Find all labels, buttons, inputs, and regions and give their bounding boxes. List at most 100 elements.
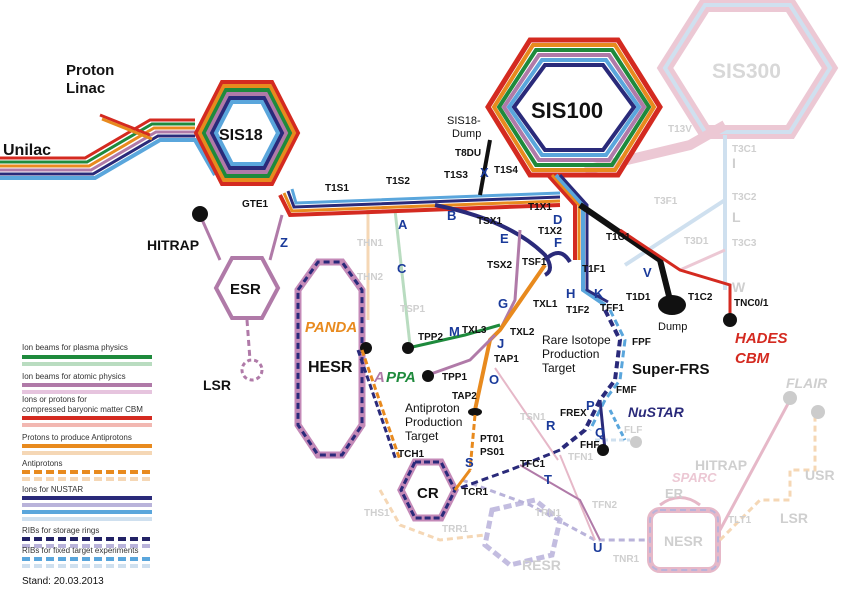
svg-text:T1S2: T1S2 (386, 176, 410, 187)
svg-text:TCH1: TCH1 (398, 449, 425, 460)
label-appa-a: A (373, 369, 385, 386)
svg-text:THN1: THN1 (357, 238, 384, 249)
svg-text:T3F1: T3F1 (654, 196, 678, 207)
svg-text:T1C2: T1C2 (688, 292, 713, 303)
svg-text:FMF: FMF (616, 385, 637, 396)
label-hades: HADES (735, 330, 788, 347)
svg-text:T: T (544, 472, 552, 487)
svg-text:K: K (594, 286, 604, 301)
legend-item-atomic: Ion beams for atomic physics (22, 372, 126, 381)
svg-text:R: R (546, 418, 556, 433)
svg-text:TCR1: TCR1 (462, 487, 489, 498)
svg-text:TXL3: TXL3 (462, 325, 487, 336)
label-er: ER (665, 486, 684, 501)
dump-target (658, 295, 686, 315)
svg-text:TXL2: TXL2 (510, 327, 535, 338)
label-sis300: SIS300 (712, 60, 781, 83)
svg-text:TAP2: TAP2 (452, 391, 477, 402)
svg-text:PS01: PS01 (480, 447, 505, 458)
svg-text:Q: Q (595, 425, 605, 440)
label-flair: FLAIR (786, 375, 828, 391)
svg-text:TAP1: TAP1 (494, 354, 519, 365)
svg-text:U: U (593, 540, 602, 555)
legend-item-nustar: Ions for NUSTAR (22, 485, 83, 494)
svg-text:M: M (449, 324, 460, 339)
svg-text:T1C1: T1C1 (606, 232, 631, 243)
label-lsr: LSR (203, 377, 231, 393)
machine-labels: Unilac Proton Linac SIS18 SIS100 SIS300 … (3, 60, 835, 573)
label-nesr: NESR (664, 533, 703, 549)
legend-stand: Stand: 20.03.2013 (22, 576, 104, 587)
svg-text:C: C (397, 261, 407, 276)
lsr-ring[interactable] (240, 358, 264, 382)
svg-text:T3C3: T3C3 (732, 238, 757, 249)
label-esr: ESR (230, 281, 261, 298)
label-sis18: SIS18 (219, 127, 263, 144)
svg-text:T1F2: T1F2 (566, 305, 590, 316)
svg-text:Z: Z (280, 235, 288, 250)
svg-text:T1X2: T1X2 (538, 226, 562, 237)
esr-ring[interactable] (213, 256, 281, 320)
svg-text:T3D1: T3D1 (684, 236, 709, 247)
label-dump: Dump (658, 321, 687, 333)
svg-text:FREX: FREX (560, 408, 587, 419)
label-nustar: NuSTAR (628, 404, 685, 420)
svg-text:TPP2: TPP2 (418, 332, 443, 343)
section-labels: A B C D E F G H J K M O P Q R S T U V X … (280, 165, 652, 555)
svg-text:S: S (465, 455, 474, 470)
resr-ring[interactable] (482, 497, 563, 568)
svg-text:E: E (500, 231, 509, 246)
svg-text:T1F1: T1F1 (582, 264, 606, 275)
svg-text:F: F (554, 235, 562, 250)
svg-text:TLT1: TLT1 (728, 515, 752, 526)
sis100-ring[interactable] (485, 37, 663, 178)
svg-text:T1X1: T1X1 (528, 202, 552, 213)
label-anti-1: Antiproton (405, 401, 460, 415)
label-sis100: SIS100 (531, 98, 603, 123)
svg-text:FHF: FHF (580, 440, 599, 451)
legend-item-antiprotons: Antiprotons (22, 459, 62, 468)
legend: Ion beams for plasma physics Ion beams f… (22, 343, 152, 587)
svg-text:TNC0/1: TNC0/1 (734, 298, 769, 309)
label-sis18-dump-2: Dump (452, 128, 481, 140)
svg-text:D: D (553, 212, 562, 227)
main-beamlines (0, 37, 737, 541)
svg-text:T13V: T13V (668, 124, 692, 135)
legend-item-protons: Protons to produce Antiprotons (22, 433, 132, 442)
label-cbm: CBM (735, 350, 770, 367)
svg-text:T1S4: T1S4 (494, 165, 518, 176)
svg-text:TSX2: TSX2 (487, 260, 512, 271)
svg-text:T3C2: T3C2 (732, 192, 757, 203)
svg-text:L: L (732, 209, 741, 225)
svg-text:TSN1: TSN1 (520, 412, 546, 423)
experiment-labels: PANDA A PPA Super-FRS NuSTAR HADES CBM F… (305, 319, 828, 485)
label-resr: RESR (522, 557, 561, 573)
label-hesr: HESR (308, 359, 353, 376)
label-usr: USR (805, 467, 835, 483)
svg-text:TRN1: TRN1 (535, 508, 562, 519)
sis18-ring[interactable] (193, 80, 301, 186)
legend-item-plasma: Ion beams for plasma physics (22, 343, 128, 352)
legend-item-rib-fixed: RIBs for fixed target experiments (22, 546, 139, 555)
svg-text:TFC1: TFC1 (520, 459, 545, 470)
label-unilac: Unilac (3, 142, 51, 159)
label-lsr-right: LSR (780, 510, 808, 526)
label-sis18-dump-1: SIS18- (447, 115, 481, 127)
label-rare-2: Production (542, 347, 599, 361)
label-proton-linac-2: Linac (66, 80, 105, 97)
label-cr: CR (417, 485, 439, 502)
legend-item-cbm-1: Ions or protons for (22, 395, 87, 404)
svg-text:G: G (498, 296, 508, 311)
target-labels: SIS18- Dump Dump Rare Isotope Production… (405, 115, 687, 443)
label-hitrap-right: HITRAP (695, 457, 747, 473)
svg-text:O: O (489, 372, 499, 387)
label-super-frs: Super-FRS (632, 361, 710, 378)
label-sparc: SPARC (672, 470, 717, 485)
svg-text:T1S3: T1S3 (444, 170, 468, 181)
svg-text:X: X (480, 165, 489, 180)
svg-text:TSP1: TSP1 (400, 304, 425, 315)
beamline-labels: GTE1 T1S1 T1S2 T1S3 T1S4 T8DU T1X1 T1X2 … (242, 124, 769, 565)
legend-item-cbm-2: compressed baryonic matter CBM (22, 405, 143, 414)
svg-text:T1D1: T1D1 (626, 292, 651, 303)
